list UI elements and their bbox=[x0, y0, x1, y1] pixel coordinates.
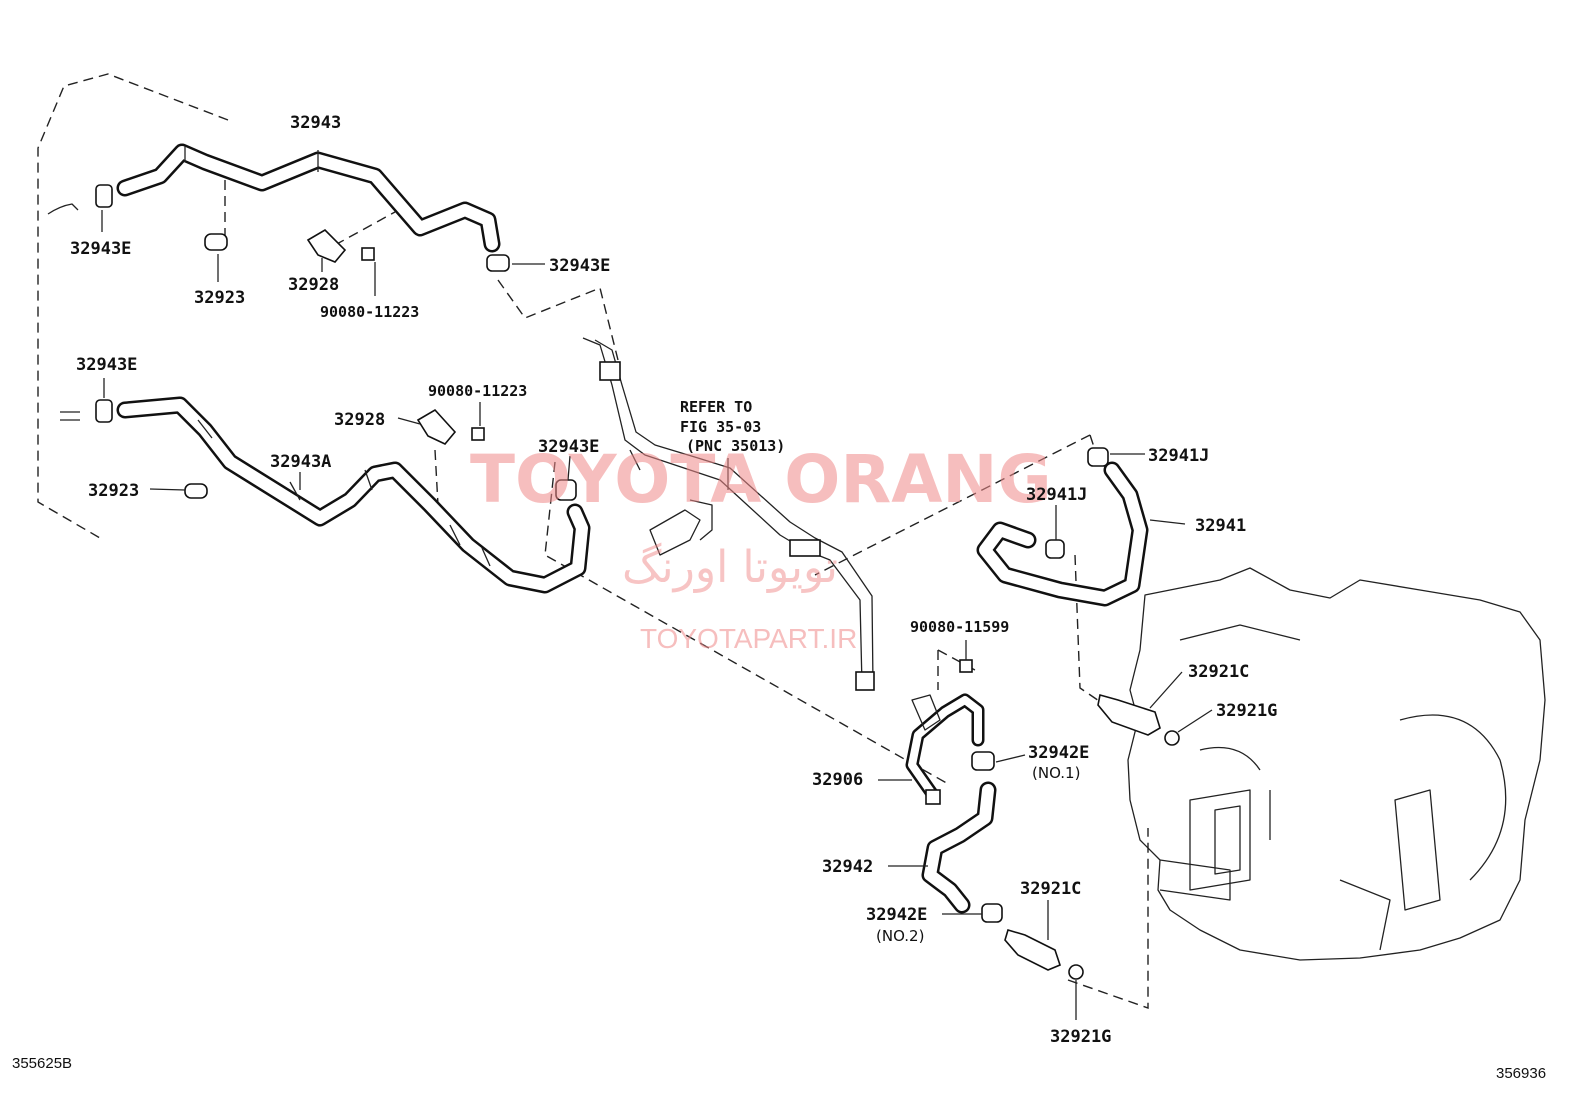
label-32942e-no1: 32942E bbox=[1028, 743, 1089, 763]
pipe-32906 bbox=[905, 693, 985, 805]
label-32943a: 32943A bbox=[270, 452, 331, 472]
label-32942e-no1-sub: (NO.1) bbox=[1032, 764, 1080, 782]
label-32928-mid: 32928 bbox=[334, 410, 385, 430]
clamp-32943e-d bbox=[555, 479, 577, 501]
code-left: 355625B bbox=[12, 1055, 72, 1072]
union-32921c-a bbox=[1097, 693, 1161, 736]
label-32943e-mid-right: 32943E bbox=[538, 437, 599, 457]
watermark-site: TOYOTAPART.IR bbox=[640, 623, 857, 654]
label-90080-11599: 90080-11599 bbox=[910, 618, 1009, 636]
watermark-brand: TOYOTA ORANG bbox=[470, 441, 1052, 518]
reference-note: REFER TO FIG 35-03 (PNC 35013) bbox=[680, 398, 785, 455]
label-32941j-a: 32941J bbox=[1148, 446, 1209, 466]
clamp-32942e-no1 bbox=[971, 751, 995, 771]
label-32942e-no2-sub: (NO.2) bbox=[876, 927, 924, 945]
ref-line-2: FIG 35-03 bbox=[680, 418, 761, 436]
ref-line-1: REFER TO bbox=[680, 398, 752, 416]
pipe-reference bbox=[582, 337, 875, 691]
label-32942: 32942 bbox=[822, 857, 873, 877]
watermark: TOYOTA ORANG تویوتا اورنگ TOYOTAPART.IR bbox=[470, 441, 1052, 654]
bracket-32928-b bbox=[416, 408, 457, 445]
bolt-90080-11223-b bbox=[471, 427, 485, 441]
bolt-90080-11599 bbox=[959, 659, 973, 673]
clamp-32941j-b bbox=[1045, 539, 1065, 559]
hose-32943 bbox=[116, 143, 501, 253]
label-32921g-upper: 32921G bbox=[1216, 701, 1277, 721]
hose-32941 bbox=[976, 461, 1149, 607]
code-right: 356936 bbox=[1496, 1065, 1546, 1082]
assembly-outlines bbox=[37, 73, 1149, 1009]
label-32941j-b: 32941J bbox=[1026, 485, 1087, 505]
label-32941: 32941 bbox=[1195, 516, 1246, 536]
diagram-codes: 355625B 356936 bbox=[12, 1055, 1546, 1082]
part-labels: 32943 32943E 32923 32928 90080-11223 329… bbox=[70, 113, 1277, 1047]
ref-line-3: (PNC 35013) bbox=[686, 437, 785, 455]
watermark-persian: تویوتا اورنگ bbox=[622, 542, 838, 593]
clamp-32942e-no2 bbox=[981, 903, 1003, 923]
clamp-32923-b bbox=[184, 483, 208, 499]
label-32921c-upper: 32921C bbox=[1188, 662, 1249, 682]
label-32943: 32943 bbox=[290, 113, 341, 133]
bracket-32928-a bbox=[306, 228, 347, 263]
bolt-90080-11223-a bbox=[361, 247, 375, 261]
union-32921c-b bbox=[1004, 929, 1061, 971]
leader-lines bbox=[101, 210, 1213, 1020]
parts bbox=[47, 184, 1180, 980]
label-90080-11223-mid: 90080-11223 bbox=[428, 382, 527, 400]
label-32921c-lower: 32921C bbox=[1020, 879, 1081, 899]
gasket-32921g-a bbox=[1164, 730, 1180, 746]
label-32906: 32906 bbox=[812, 770, 863, 790]
hose-32943a bbox=[116, 396, 591, 594]
hose-32942 bbox=[921, 781, 997, 914]
label-32923-mid: 32923 bbox=[88, 481, 139, 501]
clamp-32923-a bbox=[204, 233, 228, 251]
transmission-housing bbox=[1127, 567, 1546, 961]
clamp-32943e-a bbox=[95, 184, 113, 208]
label-32923-top: 32923 bbox=[194, 288, 245, 308]
clamp-32943e-b bbox=[486, 254, 510, 272]
label-90080-11223-top: 90080-11223 bbox=[320, 303, 419, 321]
label-32942e-no2: 32942E bbox=[866, 905, 927, 925]
label-32943e-top-left: 32943E bbox=[70, 239, 131, 259]
label-32943e-mid-left: 32943E bbox=[76, 355, 137, 375]
gasket-32921g-b bbox=[1068, 964, 1084, 980]
label-32943e-top-right: 32943E bbox=[549, 256, 610, 276]
clamp-32941j-a bbox=[1087, 447, 1109, 467]
clamp-32943e-c bbox=[95, 399, 113, 423]
label-32921g-lower: 32921G bbox=[1050, 1027, 1111, 1047]
label-32928-top: 32928 bbox=[288, 275, 339, 295]
